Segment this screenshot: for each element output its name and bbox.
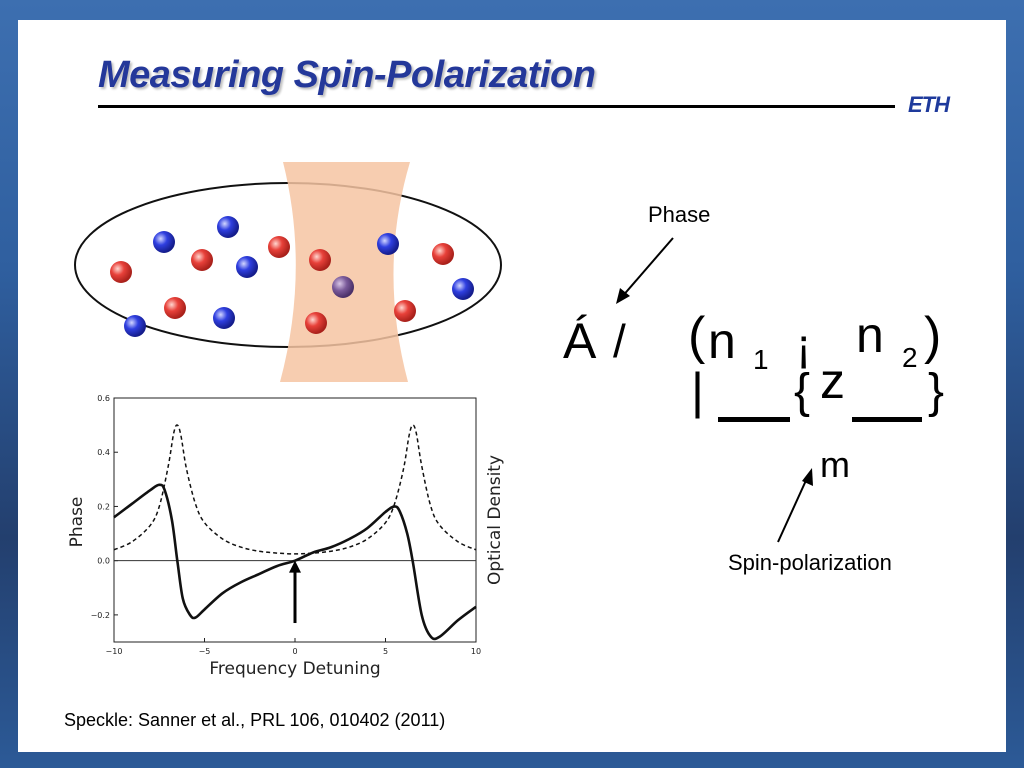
y-tick-label: 0.4	[97, 448, 110, 457]
phase-arrowhead	[616, 288, 630, 304]
proportionality-formula: Á / ( n 1 ¡ n 2 ) | { z } m	[558, 302, 978, 492]
phase-chart: 0.6 0.4 0.2 0.0 −0.2 −10 −5 0 5 10 Frequency Det…	[67, 394, 505, 679]
slide-title: Measuring Spin-Polarization	[98, 54, 596, 96]
phase-symbol: Á	[563, 313, 597, 369]
y-tick-label: 0.2	[97, 502, 110, 511]
subscript-2: 2	[902, 342, 918, 373]
spin-arrowhead	[802, 468, 813, 486]
blue-atom	[236, 256, 258, 278]
y-tick-label: 0.6	[97, 394, 110, 403]
underbrace-bar-left	[718, 417, 790, 422]
eth-logo: ETH	[908, 92, 950, 117]
red-atom	[305, 312, 327, 334]
title-rule	[98, 105, 895, 108]
arrow-head	[289, 560, 301, 573]
zero-detuning-arrow	[289, 560, 301, 624]
x-axis-label: Frequency Detuning	[209, 659, 380, 679]
phase-curve	[113, 483, 477, 641]
close-paren: )	[924, 307, 942, 365]
minus-symbol: ¡	[796, 319, 812, 371]
red-atom	[394, 300, 416, 322]
proportional-symbol: /	[613, 315, 626, 367]
red-atom	[164, 297, 186, 319]
subscript-1: 1	[753, 344, 769, 375]
optical-density-curve	[113, 424, 477, 555]
red-atom	[191, 249, 213, 271]
underbrace-bar-right	[852, 417, 922, 422]
x-tick-label: −10	[106, 647, 123, 656]
m-symbol: m	[820, 444, 850, 485]
purple-atom	[332, 276, 354, 298]
blue-atom	[377, 233, 399, 255]
blue-atom	[217, 216, 239, 238]
slide: Measuring Spin-Polarization ETH	[18, 20, 1006, 752]
spin-polarization-label: Spin-polarization	[728, 550, 892, 575]
spin-arrow	[777, 475, 809, 543]
underbrace-left: |	[691, 363, 704, 419]
blue-atom	[124, 315, 146, 337]
n2-symbol: n	[856, 307, 884, 363]
red-atom	[432, 243, 454, 265]
blue-atom	[153, 231, 175, 253]
x-tick-label: −5	[199, 647, 211, 656]
y-axis-label-right: Optical Density	[485, 455, 505, 585]
blue-atom	[213, 307, 235, 329]
x-tick-label: 0	[292, 647, 297, 656]
z-symbol: z	[820, 353, 845, 409]
n1-symbol: n	[708, 313, 736, 369]
y-tick-label: −0.2	[91, 611, 110, 620]
annotation-arrows	[616, 237, 813, 543]
x-tick-label: 10	[471, 647, 481, 656]
blue-atom	[452, 278, 474, 300]
underbrace-mid-left: {	[794, 365, 811, 418]
y-tick-label: 0.0	[97, 557, 110, 566]
red-atom	[309, 249, 331, 271]
underbrace-mid-right: }	[928, 365, 945, 418]
y-axis-label: Phase	[67, 497, 87, 548]
atom-cloud-illustration	[74, 162, 502, 382]
red-atom	[268, 236, 290, 258]
citation: Speckle: Sanner et al., PRL 106, 010402 …	[64, 710, 446, 730]
x-tick-label: 5	[383, 647, 388, 656]
phase-arrow	[620, 237, 674, 299]
phase-label: Phase	[648, 202, 711, 227]
open-paren: (	[688, 307, 706, 365]
red-atom	[110, 261, 132, 283]
